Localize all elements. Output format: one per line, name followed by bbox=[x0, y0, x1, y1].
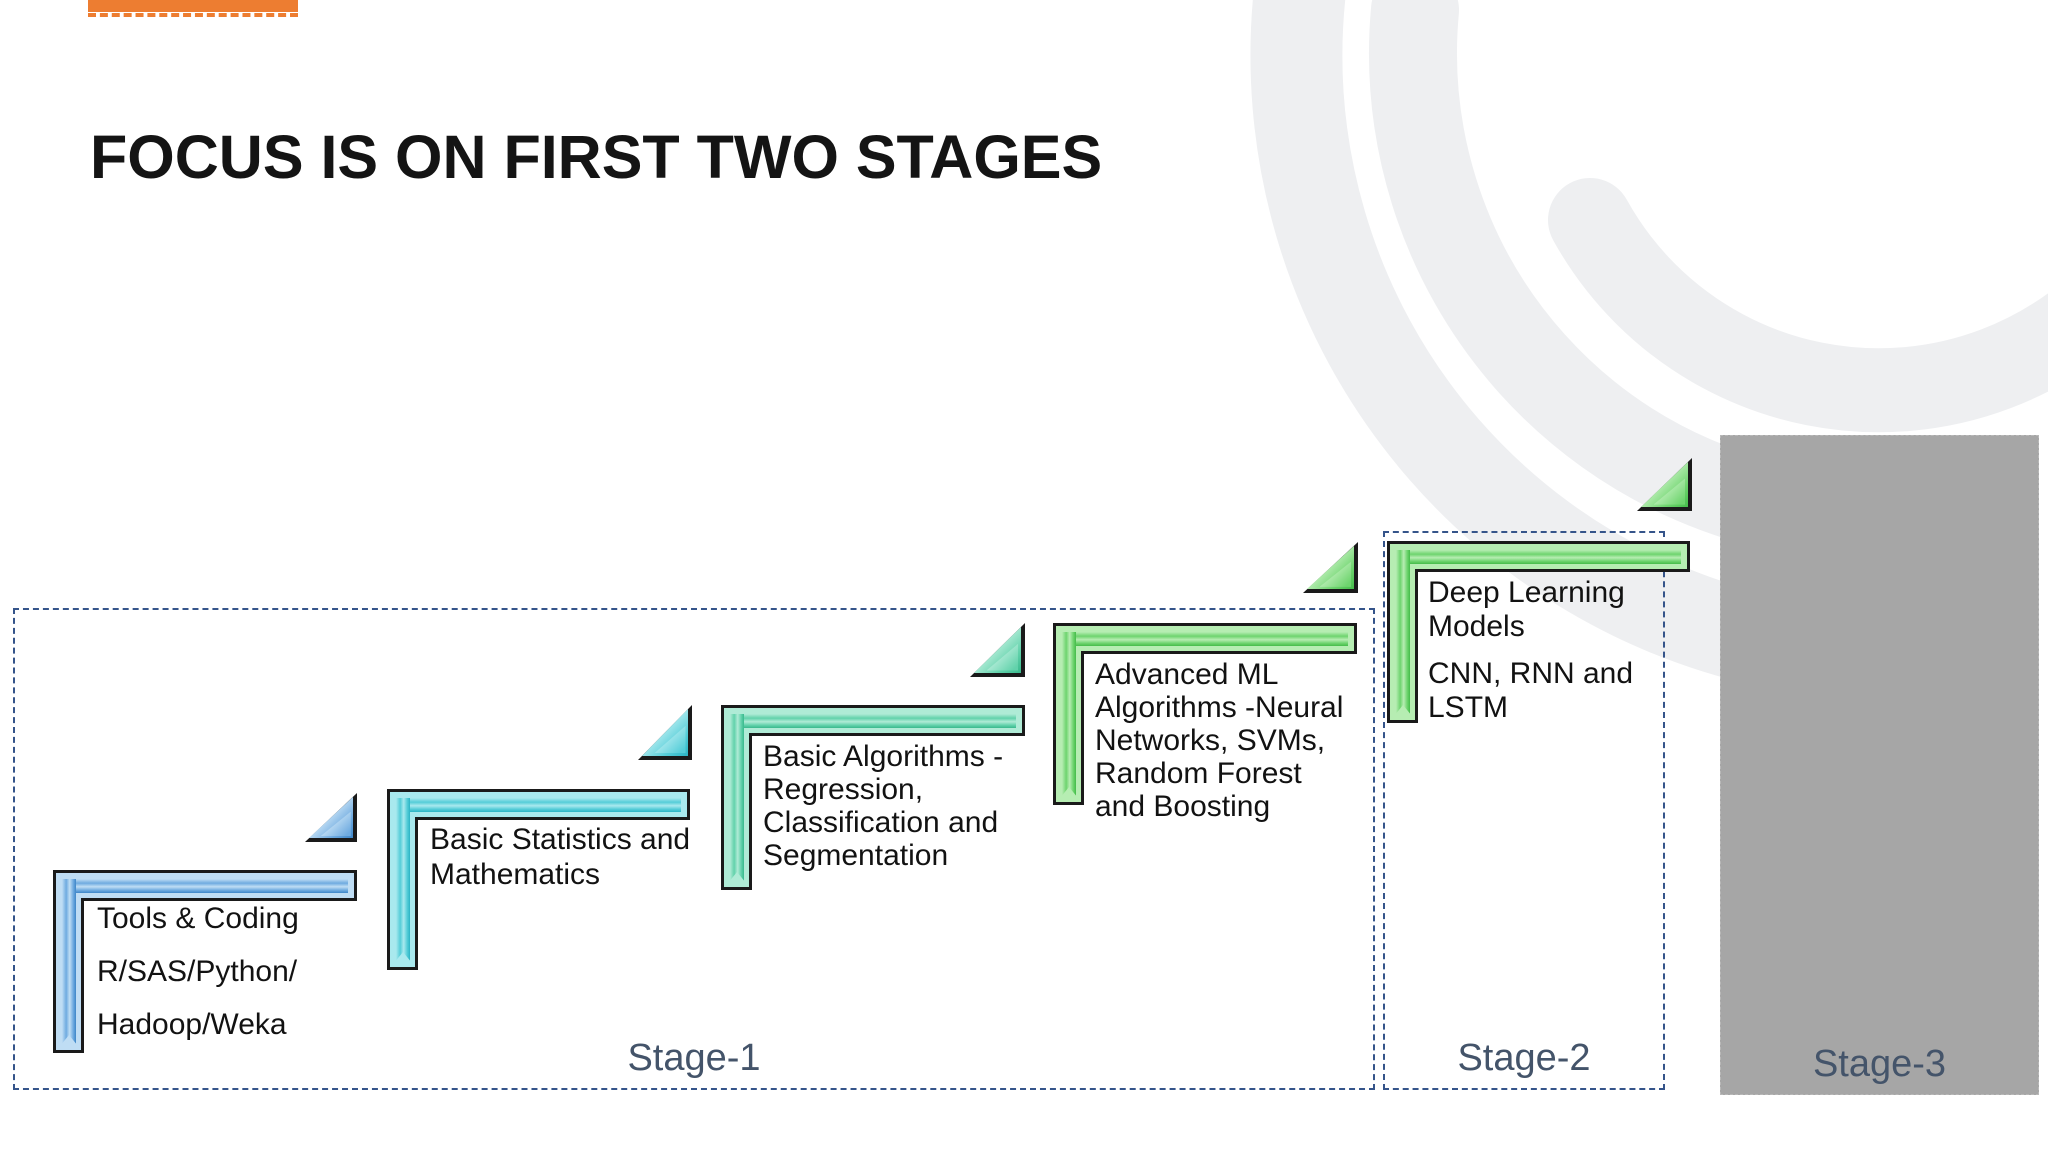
step-5-line: Deep Learning Models bbox=[1428, 576, 1625, 643]
step-4-arrow-icon bbox=[1303, 542, 1358, 593]
step-3-text: Basic Algorithms - Regression, Classific… bbox=[763, 740, 1025, 872]
step-5-arrow-icon bbox=[1637, 458, 1692, 511]
step-1-shape bbox=[53, 870, 357, 1053]
step-4-shape bbox=[1053, 623, 1357, 805]
step-3-line: Basic Algorithms - Regression, Classific… bbox=[763, 740, 1004, 872]
bevel-tip-icon bbox=[728, 872, 746, 883]
accent-bar bbox=[88, 0, 298, 12]
step-2-shape bbox=[387, 789, 690, 970]
step-1-text: Tools & Coding R/SAS/Python/ Hadoop/Weka bbox=[97, 901, 367, 1060]
step-5-shape bbox=[1387, 541, 1690, 723]
bevel-tip-icon bbox=[394, 952, 412, 963]
step-3-shape bbox=[721, 705, 1025, 890]
bevel-tip-icon bbox=[60, 1035, 78, 1046]
bevel-tip-icon bbox=[1394, 705, 1412, 716]
bevel-tip-icon bbox=[1060, 787, 1078, 798]
step-4-text: Advanced ML Algorithms -Neural Networks,… bbox=[1095, 658, 1357, 823]
accent-bar-dashes bbox=[88, 13, 298, 17]
step-2-line: Basic Statistics and Mathematics bbox=[430, 823, 691, 891]
stage-1-region: Stage-1 bbox=[13, 608, 1375, 1090]
page-title: FOCUS IS ON FIRST TWO STAGES bbox=[90, 123, 1103, 191]
stage-2-label: Stage-2 bbox=[1457, 1037, 1591, 1079]
step-4-line: Advanced ML Algorithms -Neural Networks,… bbox=[1095, 658, 1344, 823]
step-2-arrow-icon bbox=[638, 705, 692, 760]
step-1-line: Tools & Coding bbox=[97, 902, 299, 935]
stage-2-region: Stage-2 bbox=[1383, 531, 1665, 1090]
step-1-line: R/SAS/Python/ bbox=[97, 955, 298, 988]
step-2-text: Basic Statistics and Mathematics bbox=[430, 822, 722, 892]
step-5-text: Deep Learning Models CNN, RNN and LSTM bbox=[1428, 576, 1684, 725]
stage-3-label: Stage-3 bbox=[1812, 1043, 1947, 1085]
stage-1-label: Stage-1 bbox=[627, 1037, 761, 1079]
step-3-arrow-icon bbox=[970, 623, 1025, 677]
stage-3-region: Stage-3 bbox=[1720, 435, 2039, 1095]
step-1-line: Hadoop/Weka bbox=[97, 1008, 287, 1041]
step-1-arrow-icon bbox=[305, 793, 357, 842]
step-5-line: CNN, RNN and LSTM bbox=[1428, 657, 1634, 724]
